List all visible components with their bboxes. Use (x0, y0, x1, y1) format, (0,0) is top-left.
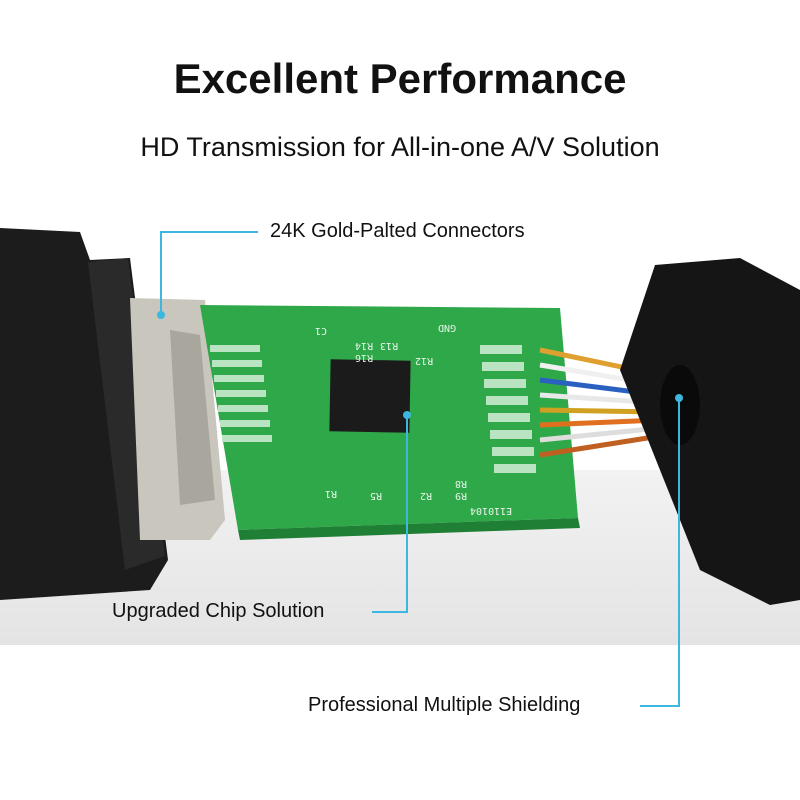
pcb-marking-r2: R2 (420, 490, 433, 501)
callout-shielding: Professional Multiple Shielding (308, 694, 581, 716)
pcb-marking-c1: C1 (315, 325, 328, 336)
pcb-marking-r8: R8 (455, 478, 468, 489)
pcb-marking-gnd: GND (438, 322, 457, 333)
right-connector-housing (620, 258, 800, 605)
pcb-marking-r16: R16 (355, 352, 374, 363)
pcb-marking-r9: R9 (455, 490, 468, 501)
pcb-marking-r13: R13 (380, 340, 399, 351)
callout-chip-solution: Upgraded Chip Solution (112, 600, 325, 622)
callout-dot (675, 394, 683, 402)
callout-gold-connectors: 24K Gold-Palted Connectors (270, 220, 525, 242)
chip (329, 359, 411, 433)
right-contact-pads (480, 345, 536, 473)
page-title: Excellent Performance (173, 55, 627, 102)
callout-dot (157, 311, 165, 319)
callout-lines (160, 231, 680, 707)
pcb-marking-r14: R14 (355, 340, 374, 351)
left-contact-pads (210, 345, 272, 442)
pcb-marking-r12: R12 (415, 355, 434, 366)
pcb-marking-r1: R1 (325, 488, 338, 499)
pcb-marking-r5: R5 (370, 490, 383, 501)
callout-dot (403, 411, 411, 419)
pcb-marking-serial: E110104 (470, 505, 513, 516)
page-subtitle: HD Transmission for All-in-one A/V Solut… (140, 132, 660, 162)
